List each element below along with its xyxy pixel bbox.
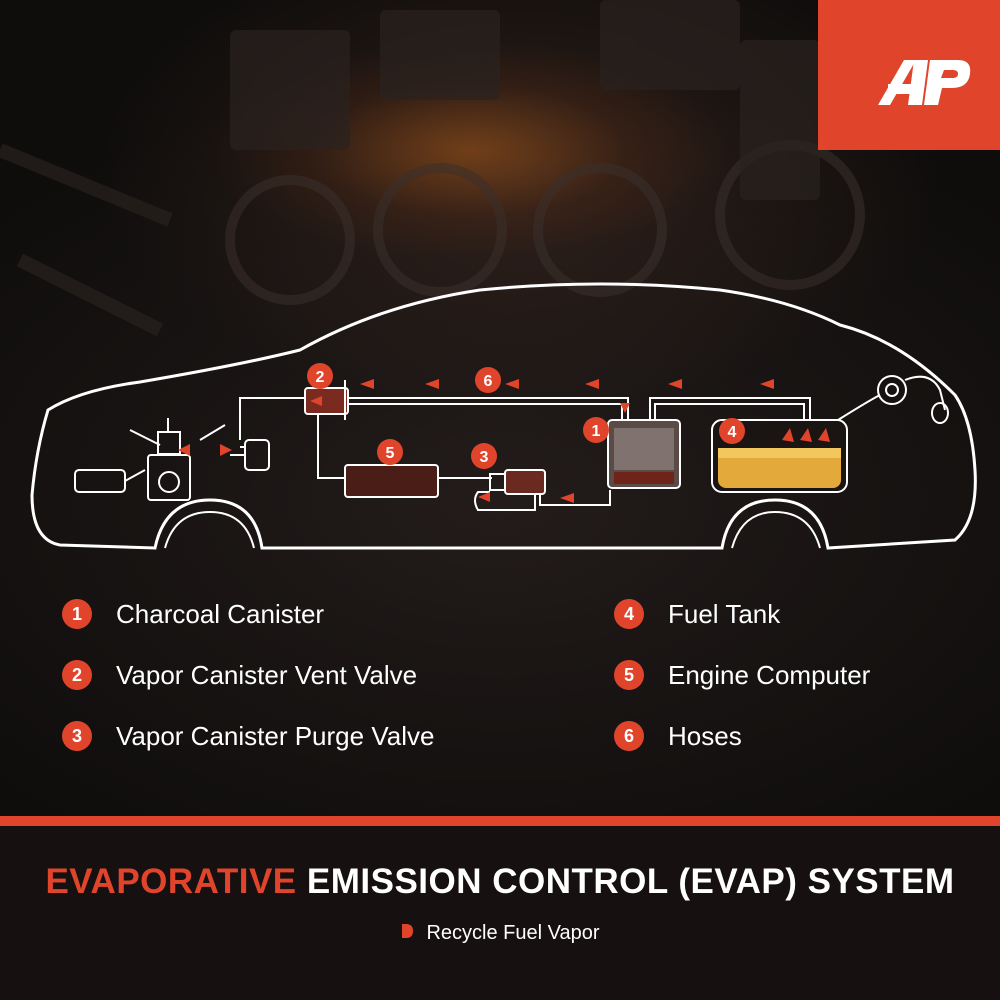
legend-label: Vapor Canister Purge Valve [116, 720, 435, 751]
marker-2: 2 [307, 363, 333, 389]
charcoal-canister-icon [607, 419, 681, 489]
half-circle-bullet-icon [400, 922, 414, 945]
marker-5: 5 [377, 439, 403, 465]
svg-text:3: 3 [480, 449, 489, 466]
svg-text:6: 6 [484, 373, 493, 390]
legend-label: Hoses [668, 720, 742, 751]
subtitle-text: Recycle Fuel Vapor [426, 922, 600, 944]
title-accent: EVAPORATIVE [45, 862, 297, 901]
vent-valve-icon [304, 380, 349, 420]
legend-number: 5 [614, 660, 644, 690]
marker-4: 4 [719, 418, 745, 444]
footer-background [0, 826, 1000, 1000]
legend-item-4: 4 Fuel Tank [614, 598, 780, 630]
fuel-tank-icon [711, 419, 848, 493]
legend-item-6: 6 Hoses [614, 720, 742, 752]
fuel-filler-icon [877, 375, 949, 424]
legend-item-2: 2 Vapor Canister Vent Valve [62, 659, 417, 691]
catalytic-converter-icon [74, 469, 146, 493]
brand-logo [818, 0, 1000, 150]
purge-valve-icon [489, 469, 546, 495]
marker-1: 1 [583, 417, 609, 443]
flow-arrows [310, 379, 830, 503]
legend-number: 4 [614, 599, 644, 629]
throttle-body-icon [230, 439, 270, 471]
legend-item-5: 5 Engine Computer [614, 659, 870, 691]
legend-item-3: 3 Vapor Canister Purge Valve [62, 720, 434, 752]
evap-system-diagram: 2 6 5 3 1 4 [30, 282, 977, 550]
svg-text:2: 2 [316, 369, 325, 386]
car-body-outline [30, 282, 977, 550]
svg-text:1: 1 [592, 423, 601, 440]
marker-3: 3 [471, 443, 497, 469]
hoses [239, 394, 881, 511]
svg-text:4: 4 [728, 424, 737, 441]
legend-number: 2 [62, 660, 92, 690]
svg-text:5: 5 [386, 445, 395, 462]
marker-6: 6 [475, 367, 501, 393]
legend-label: Fuel Tank [668, 598, 781, 629]
legend-number: 6 [614, 721, 644, 751]
legend-label: Vapor Canister Vent Valve [116, 659, 418, 690]
title-rest: EMISSION CONTROL (EVAP) SYSTEM [306, 862, 955, 901]
subtitle: Recycle Fuel Vapor [0, 922, 1000, 945]
divider-bar [0, 816, 1000, 826]
legend-number: 3 [62, 721, 92, 751]
page-title: EVAPORATIVE EMISSION CONTROL (EVAP) SYST… [0, 862, 1000, 902]
legend-item-1: 1 Charcoal Canister [62, 598, 324, 630]
engine-icon [129, 418, 226, 501]
legend-number: 1 [62, 599, 92, 629]
legend-label: Charcoal Canister [116, 598, 325, 629]
engine-computer-icon [344, 464, 439, 498]
legend-label: Engine Computer [668, 659, 871, 690]
